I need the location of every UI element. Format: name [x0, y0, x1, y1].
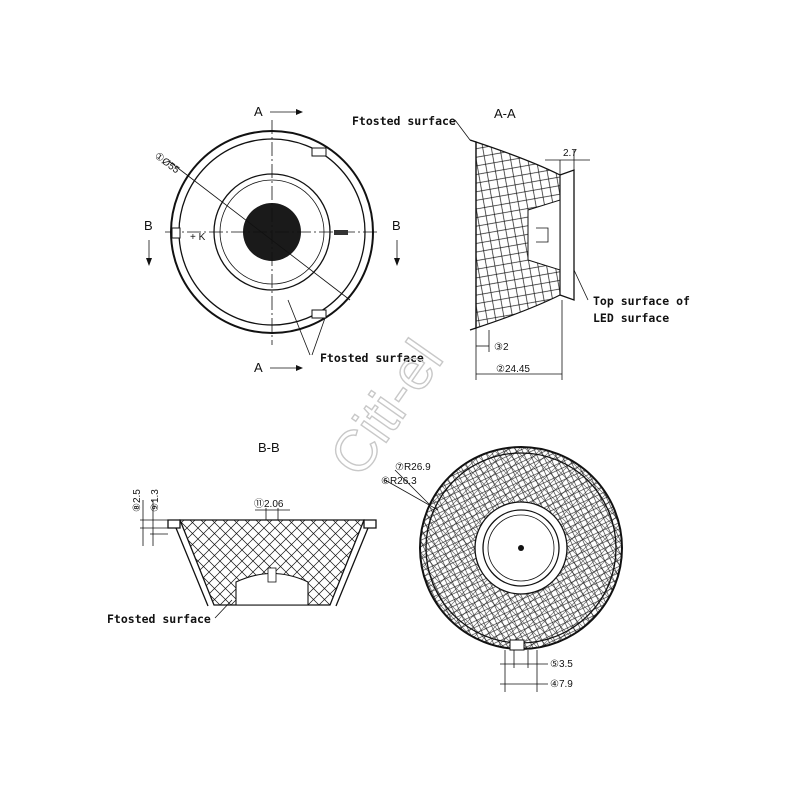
dim-3: ③2: [494, 342, 509, 353]
svg-text:+ K: + K: [190, 232, 206, 243]
dim-10: ⑪2.06: [254, 498, 284, 510]
section-b-left-label: B: [144, 218, 153, 233]
top-view: + K A A B B ①Ø55 Ftosted surface: [144, 104, 424, 375]
dim-8: ⑧2.5: [132, 489, 143, 512]
callout-frosted-bb: Ftosted surface: [107, 612, 211, 626]
dim-6: ⑥R26.3: [381, 476, 417, 487]
callout-top-surface-line2: LED surface: [593, 311, 669, 325]
dim-2: ②24.45: [496, 364, 530, 375]
section-aa-title: A-A: [494, 106, 516, 121]
section-bb-view: B-B ⑧2.5 ⑨1.3 ⑪2.06 Ftosted surface: [107, 440, 377, 626]
dim-9: ⑨1.3: [150, 489, 161, 512]
section-b-right-label: B: [392, 218, 401, 233]
dim-5: ⑤3.5: [550, 659, 573, 670]
dim-4: ④7.9: [550, 679, 573, 690]
callout-frosted-aa: Ftosted surface: [352, 114, 456, 128]
dim-top-2-7: 2.7: [563, 148, 577, 159]
section-bb-title: B-B: [258, 440, 280, 455]
callout-top-surface-line1: Top surface of: [593, 294, 690, 308]
section-aa-view: A-A Ftosted surface 2.7 Top surface of L…: [352, 106, 690, 380]
dim-1-diameter: ①Ø55: [152, 151, 181, 177]
section-a-bottom-label: A: [254, 360, 263, 375]
section-a-top-label: A: [254, 104, 263, 119]
callout-frosted-top-view: Ftosted surface: [320, 351, 424, 365]
bottom-view: ⑦R26.9 ⑥R26.3 ⑤3.5 ④7.9: [381, 446, 623, 692]
dim-7: ⑦R26.9: [395, 462, 431, 473]
